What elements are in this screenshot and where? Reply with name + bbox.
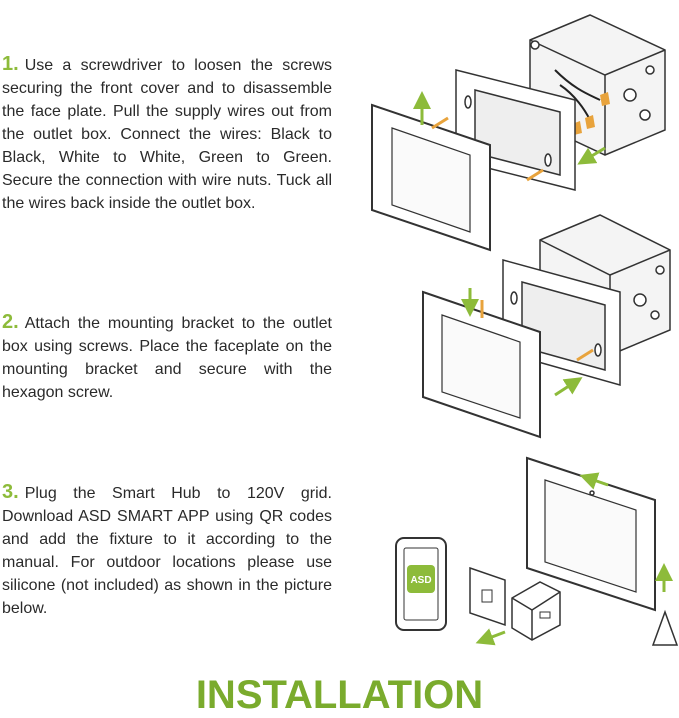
step-2-diagram [422,214,671,439]
step-1: 1.Use a screwdriver to loosen the screws… [2,53,332,215]
faceplate [422,290,541,439]
page-title: INSTALLATION [195,673,484,717]
step-number: 3. [2,481,19,503]
screw-icon [480,300,594,362]
arrow-right-icon [554,377,583,397]
step-number: 1. [2,53,19,75]
smart-hub-icon [511,581,561,641]
app-logo: ASD [410,575,431,586]
step-3: 3.Plug the Smart Hub to 120V grid. Downl… [2,481,332,620]
arrow-left-icon [475,628,506,646]
step-1-diagram [371,14,666,252]
phone-icon [395,537,447,631]
arrow-left-icon [579,472,609,490]
arrow-left-icon [577,146,606,165]
qr-plate-icon [469,566,506,627]
step-2: 2.Attach the mounting bracket to the out… [2,311,332,404]
step-number: 2. [2,311,19,333]
step-3-diagram: ASD [395,456,679,646]
step-text: Attach the mounting bracket to the outle… [2,315,332,401]
step-text: Plug the Smart Hub to 120V grid. Downloa… [2,485,332,617]
silicone-tube-icon [651,609,679,646]
step-text: Use a screwdriver to loosen the screws s… [2,57,332,212]
screw-icon [431,116,544,182]
faceplate [371,103,491,252]
installed-fixture [526,456,656,612]
